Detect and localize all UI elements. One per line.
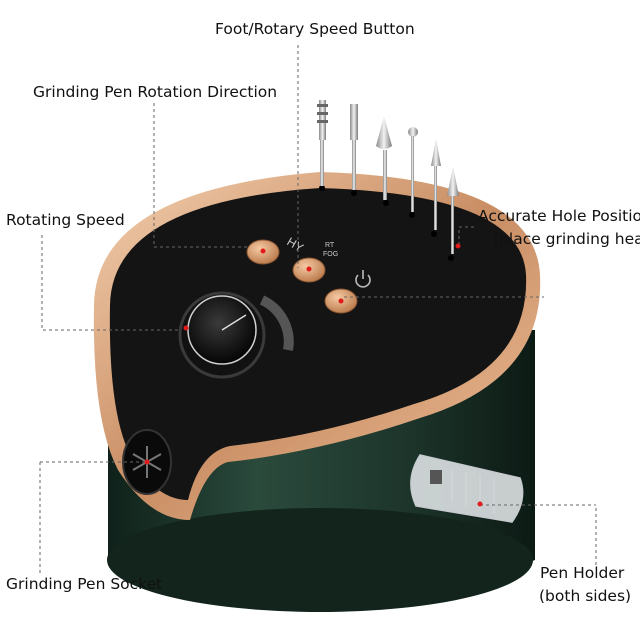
speed-knob[interactable]: [178, 291, 294, 379]
markers: [144, 243, 483, 507]
device-top: [93, 172, 541, 520]
label-rotating-speed: Rotating Speed: [6, 211, 125, 229]
label-hole-position: Accurate Hole Position: [478, 207, 640, 225]
fog-marking: FOG: [323, 251, 338, 258]
drill-bit-icon: [431, 138, 441, 230]
label-rotation-direction: Grinding Pen Rotation Direction: [33, 83, 278, 101]
label-pen-holder: Pen Holder: [540, 564, 625, 582]
drill-bit-icon: [447, 166, 459, 254]
power-icon: [355, 270, 371, 288]
drill-bit-icon: [350, 104, 358, 190]
label-pen-holder-sub: (both sides): [539, 587, 632, 605]
label-pen-socket: Grinding Pen Socket: [6, 575, 163, 593]
drill-bit-icon: [408, 127, 418, 212]
bit-holes: [319, 185, 454, 261]
leader-lines: [39, 45, 597, 575]
drill-bit-icon: [376, 116, 392, 200]
drill-bit-icon: [317, 100, 328, 186]
rt-marking: RT: [325, 242, 335, 249]
label-hole-position-sub: (place grinding head): [493, 230, 640, 248]
label-foot-rotary: Foot/Rotary Speed Button: [215, 20, 415, 38]
